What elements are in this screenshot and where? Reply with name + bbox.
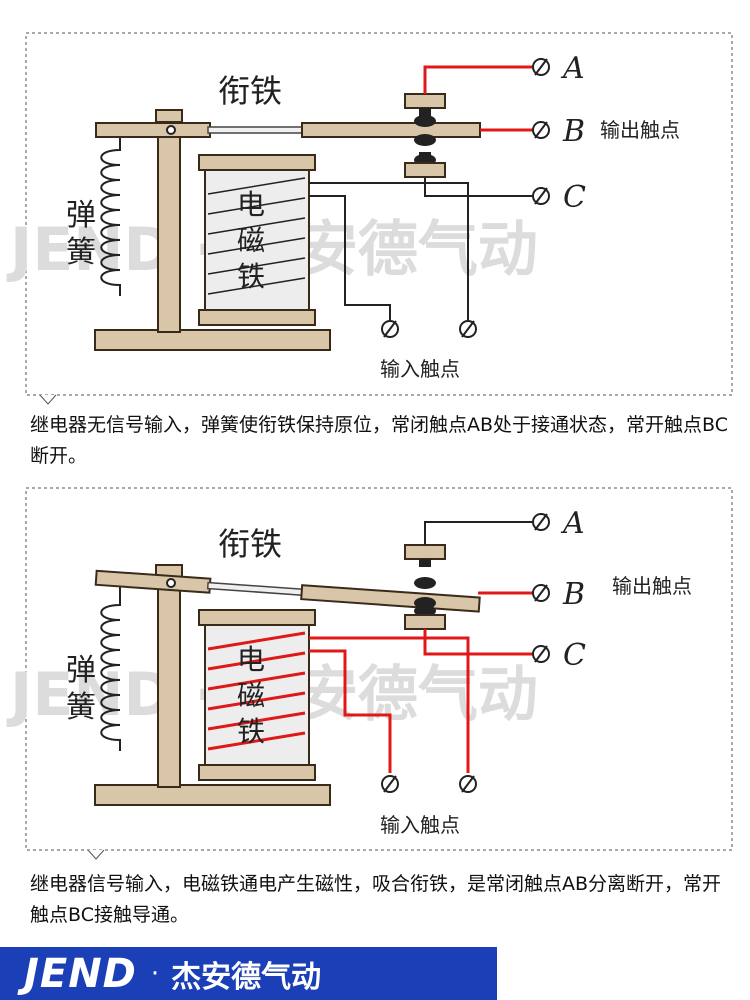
armature-right	[300, 584, 481, 613]
input-wire-2	[309, 636, 470, 773]
coil-label-1: 电	[237, 188, 265, 221]
terminal-b-icon	[532, 121, 550, 139]
coil-label-3: 铁	[237, 715, 265, 748]
spring-label-1: 弹	[66, 653, 96, 688]
moving-contact-top	[414, 577, 436, 589]
fixed-contact-top	[404, 93, 446, 109]
armature-rod	[207, 126, 305, 134]
input-terminal-1-icon	[381, 320, 399, 338]
relay-post	[157, 117, 181, 333]
moving-contact-top	[414, 115, 436, 127]
coil-windings	[207, 177, 306, 295]
terminal-a-label: A	[560, 506, 585, 541]
coil-label-3: 铁	[237, 260, 265, 293]
brand-logo: JEND	[24, 950, 137, 997]
spring	[100, 587, 121, 751]
brand-footer: JEND · 杰安德气动	[0, 947, 497, 1000]
terminal-a-label: A	[560, 51, 585, 86]
terminal-c-label: C	[563, 180, 586, 215]
terminal-b-label: B	[562, 577, 585, 612]
coil-label-2: 磁	[237, 679, 265, 712]
fixed-contact-top	[404, 544, 446, 560]
input-terminal-2-icon	[459, 775, 477, 793]
terminal-b-icon	[532, 584, 550, 602]
armature-right	[301, 122, 481, 138]
relay-diagram-on: JEND · 杰安德气动 弹 簧 衔铁 电 磁 铁 输入触点	[6, 487, 733, 860]
pivot-pin	[166, 578, 176, 588]
relay-post	[157, 572, 181, 788]
wire-a	[424, 521, 533, 545]
input-label: 输入触点	[380, 813, 460, 837]
terminal-a-icon	[532, 513, 550, 531]
relay-diagram-off: JEND · 杰安德气动 弹 簧 衔铁 电 磁 铁 输入触点	[6, 32, 733, 405]
contact-stem-top	[419, 559, 431, 567]
input-label: 输入触点	[380, 357, 460, 381]
coil-label-1: 电	[237, 643, 265, 676]
armature-label: 衔铁	[218, 525, 282, 563]
terminal-c-icon	[532, 645, 550, 663]
coil-bottom-plate	[198, 764, 316, 781]
armature-label: 衔铁	[218, 72, 282, 110]
wire-a	[423, 65, 533, 94]
fixed-contact-bottom	[404, 614, 446, 630]
wire-c	[424, 177, 533, 197]
coil-top-plate	[198, 154, 316, 171]
wire-c	[423, 629, 533, 656]
output-label: 输出触点	[612, 574, 692, 598]
caption-on-state: 继电器信号输入，电磁铁通电产生磁性，吸合衔铁，是常闭触点AB分离断开，常开触点B…	[30, 873, 722, 926]
coil-top-plate	[198, 609, 316, 626]
callout-notch	[39, 394, 57, 405]
coil-bottom-plate	[198, 309, 316, 326]
input-wire-1	[309, 649, 392, 773]
armature-rod	[206, 581, 305, 597]
input-wire-2	[309, 182, 469, 320]
brand-separator: ·	[150, 958, 160, 989]
spring-label-2: 簧	[66, 235, 96, 270]
spring-label-2: 簧	[66, 690, 96, 725]
input-terminal-1-icon	[381, 775, 399, 793]
input-wire-1	[309, 195, 391, 320]
spring	[100, 132, 121, 296]
terminal-a-icon	[532, 58, 550, 76]
relay-base	[94, 784, 331, 806]
relay-base	[94, 329, 331, 351]
terminal-c-icon	[532, 187, 550, 205]
caption-off-state: 继电器无信号输入，弹簧使衔铁保持原位，常闭触点AB处于接通状态，常开触点BC断开…	[30, 414, 729, 467]
fixed-contact-bottom	[404, 162, 446, 178]
armature-left	[94, 569, 212, 594]
armature-left	[95, 122, 211, 138]
moving-contact-bottom	[414, 134, 436, 146]
brand-name: 杰安德气动	[171, 959, 322, 995]
terminal-b-label: B	[562, 114, 585, 149]
contact-stem-top	[419, 108, 431, 116]
pivot-pin	[166, 125, 176, 135]
callout-notch	[87, 849, 105, 860]
input-terminal-2-icon	[459, 320, 477, 338]
terminal-c-label: C	[563, 638, 586, 673]
coil-label-2: 磁	[237, 224, 265, 257]
spring-label-1: 弹	[66, 198, 96, 233]
output-label: 输出触点	[600, 118, 680, 142]
post-cap	[155, 109, 183, 123]
coil-windings-energized	[207, 631, 306, 751]
